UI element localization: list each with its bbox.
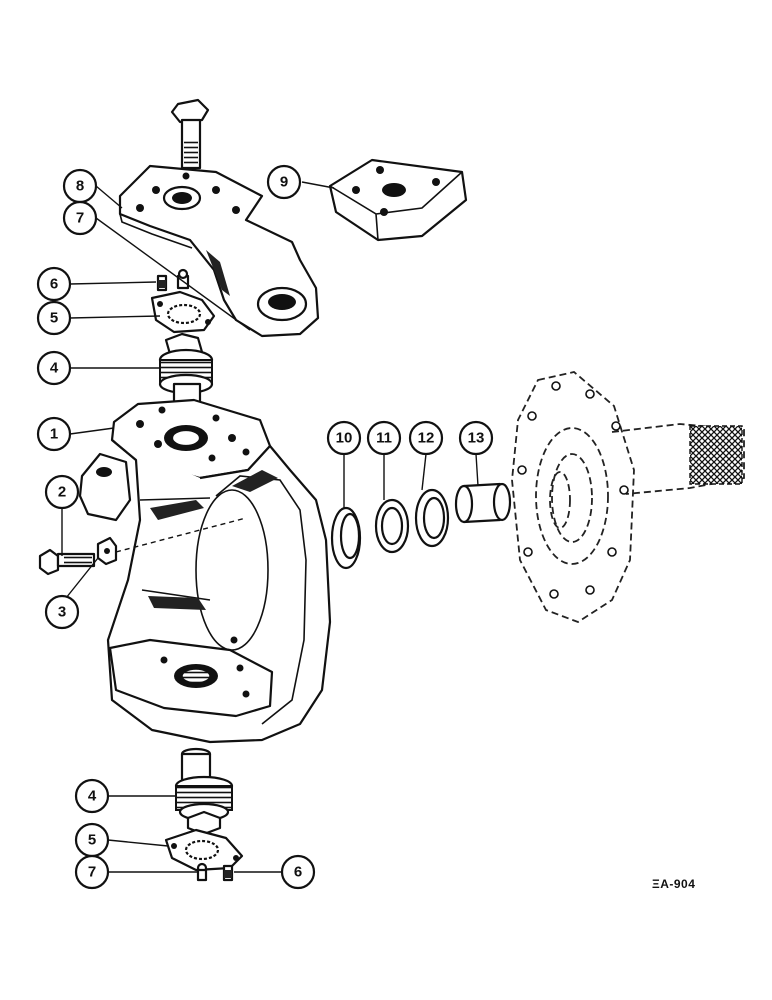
svg-text:7: 7: [76, 210, 84, 227]
callout-4-upper: 4: [36, 350, 72, 386]
spacer-ring: [374, 498, 410, 554]
svg-text:6: 6: [50, 276, 58, 293]
svg-text:12: 12: [418, 430, 435, 447]
spindle-bush: [454, 482, 512, 524]
callout-13: 13: [458, 420, 494, 456]
drawing-reference-code: ΞA-904: [652, 877, 696, 891]
callout-5-lower: 5: [74, 822, 110, 858]
upper-kingpin-bush: [158, 332, 214, 408]
svg-text:2: 2: [58, 484, 66, 501]
callout-11: 11: [366, 420, 402, 456]
svg-text:6: 6: [294, 864, 302, 881]
svg-text:10: 10: [336, 430, 353, 447]
svg-text:3: 3: [58, 604, 66, 621]
stop-bolt: [38, 548, 96, 576]
lower-lock-plate: [164, 828, 244, 872]
stop-bolt-nut: [96, 536, 118, 566]
lower-kingpin-bush: [174, 747, 234, 836]
callout-7-lower: 7: [74, 854, 110, 890]
spacer-plate: [328, 158, 468, 242]
callout-6-lower: 6: [280, 854, 316, 890]
callout-2: 2: [44, 474, 80, 510]
svg-text:7: 7: [88, 864, 96, 881]
upper-lock-screw: [156, 274, 168, 292]
lower-lock-screw: [222, 864, 234, 882]
svg-text:11: 11: [376, 430, 392, 447]
svg-text:1: 1: [50, 426, 58, 443]
leader-lines: [61, 181, 479, 873]
callout-3: 3: [44, 594, 80, 630]
steering-knuckle: [78, 398, 332, 744]
svg-text:5: 5: [88, 832, 96, 849]
thrust-washer: [414, 488, 450, 548]
svg-text:4: 4: [88, 788, 97, 805]
steering-arm: [118, 164, 320, 338]
spindle-outline: [511, 371, 745, 624]
callout-8: 8: [62, 168, 98, 204]
callout-10: 10: [326, 420, 362, 456]
callout-5-upper: 5: [36, 300, 72, 336]
callout-6-upper: 6: [36, 266, 72, 302]
svg-text:9: 9: [280, 174, 288, 191]
upper-lock-plate: [150, 290, 216, 334]
callout-9: 9: [266, 164, 302, 200]
svg-text:5: 5: [50, 310, 58, 327]
callout-12: 12: [408, 420, 444, 456]
callout-1: 1: [36, 416, 72, 452]
svg-text:4: 4: [50, 360, 59, 377]
seal-ring: [330, 506, 362, 570]
steering-arm-bolt: [170, 98, 210, 170]
lower-grease-fitting: [196, 862, 208, 882]
callout-4-lower: 4: [74, 778, 110, 814]
callout-7-upper: 7: [62, 200, 98, 236]
svg-text:13: 13: [468, 430, 485, 447]
svg-text:8: 8: [76, 178, 84, 195]
